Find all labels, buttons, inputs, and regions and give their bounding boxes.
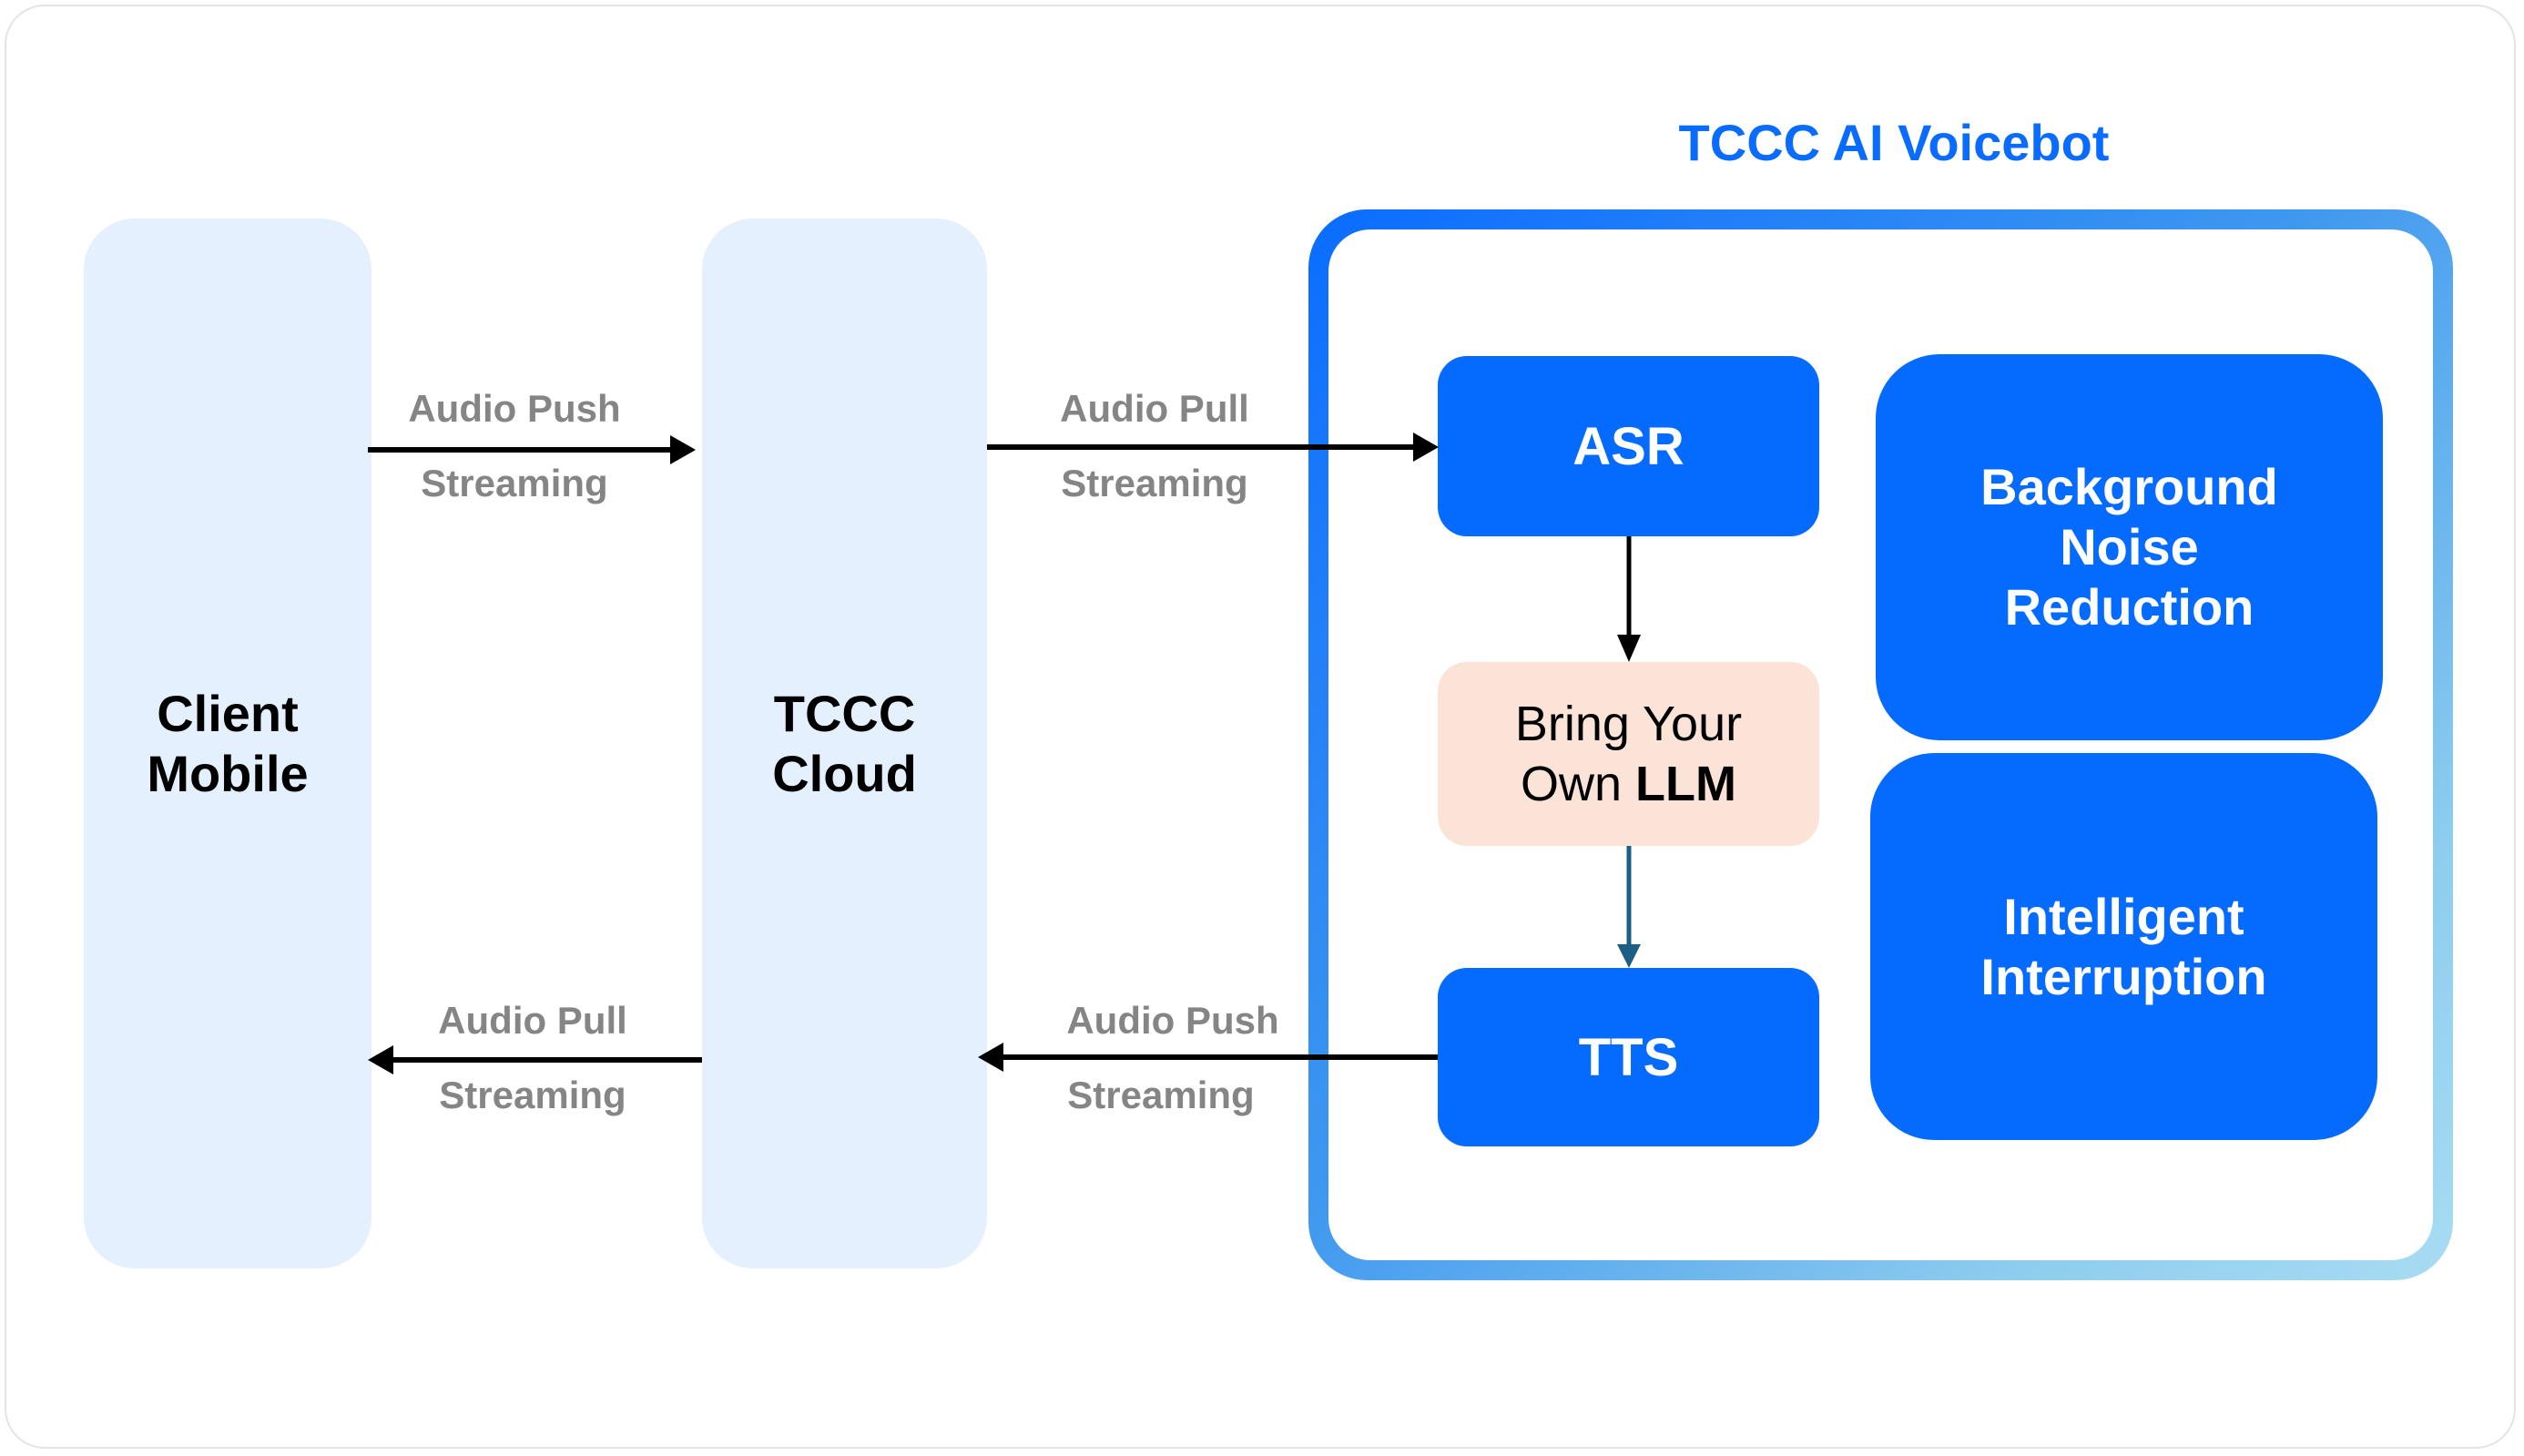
tts-block: TTS bbox=[1438, 968, 1819, 1146]
client-mobile-column: Client Mobile bbox=[84, 219, 371, 1268]
asr-label: ASR bbox=[1572, 416, 1684, 476]
interruption-block: Intelligent Interruption bbox=[1870, 753, 2377, 1140]
edge-label-client-cloud-2: Streaming bbox=[421, 462, 608, 504]
noise-reduction-label: Background Noise Reduction bbox=[1980, 458, 2278, 636]
edge-label-tts-cloud-1: Audio Push bbox=[1066, 999, 1279, 1042]
interruption-label: Intelligent Interruption bbox=[1980, 887, 2267, 1005]
client-mobile-label: Client Mobile bbox=[147, 684, 309, 802]
edge-label-cloud-client-2: Streaming bbox=[439, 1074, 626, 1116]
edge-label-cloud-client-1: Audio Pull bbox=[438, 999, 627, 1042]
tccc-cloud-label: TCCC Cloud bbox=[772, 684, 917, 802]
llm-block: Bring Your Own LLM bbox=[1438, 662, 1819, 846]
tccc-cloud-column: TCCC Cloud bbox=[702, 219, 987, 1268]
noise-reduction-block: Background Noise Reduction bbox=[1876, 354, 2383, 740]
tts-label: TTS bbox=[1578, 1027, 1679, 1087]
asr-block: ASR bbox=[1438, 356, 1819, 536]
edge-label-cloud-asr-2: Streaming bbox=[1061, 462, 1248, 504]
llm-label-bold: LLM bbox=[1635, 757, 1736, 811]
edge-label-tts-cloud-2: Streaming bbox=[1067, 1074, 1255, 1116]
voicebot-title: TCCC AI Voicebot bbox=[1678, 114, 2110, 171]
edge-label-cloud-asr-1: Audio Pull bbox=[1060, 387, 1249, 430]
edge-label-client-cloud-1: Audio Push bbox=[408, 387, 621, 430]
llm-label-prefix: Bring Your Own bbox=[1514, 697, 1743, 811]
